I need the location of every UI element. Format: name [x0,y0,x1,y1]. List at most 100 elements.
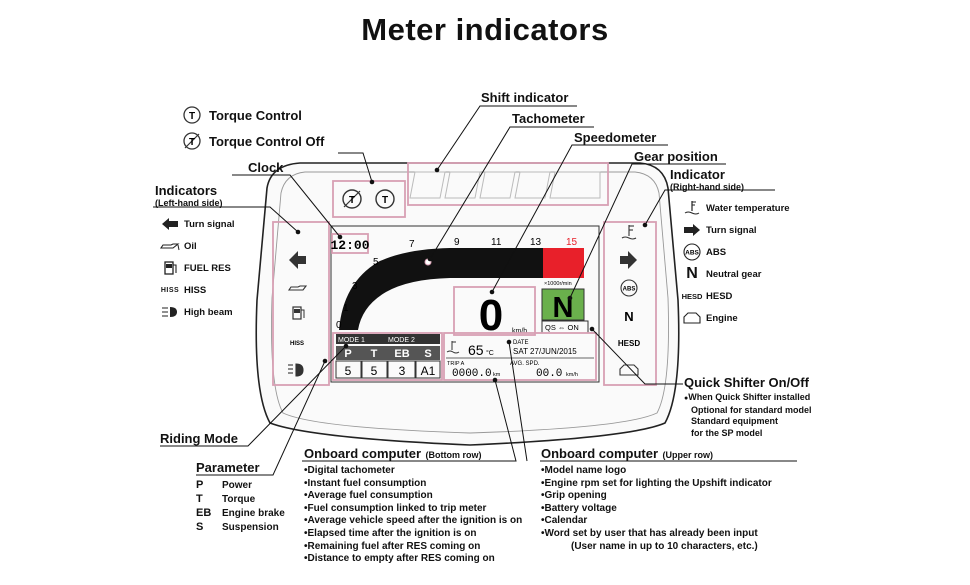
speed-value: 0 [479,291,503,340]
water-temp-small-icon [446,341,460,354]
left-turn-arrow-icon [289,251,306,269]
quick-shifter-note-3: Standard equipment [691,416,779,426]
onboard-bottom-item: •Fuel consumption linked to trip meter [304,502,487,514]
tach-scale-7: 7 [409,239,415,250]
onboard-bottom-title: Onboard computer [304,446,422,461]
param-value-p: 5 [345,364,352,378]
water-temp-indicator-icon [621,225,637,240]
onboard-bottom-item: •Instant fuel consumption [304,477,427,489]
hesd-icon: HESD [681,291,703,301]
trip-label: TRIP A [447,361,465,367]
onboard-upper-list: •Model name logo •Engine rpm set for lig… [541,465,772,553]
engine-indicator-icon [619,364,639,376]
hiss-indicator-icon: HISS [290,341,304,347]
torque-control-icon-legend: T [183,106,201,124]
riding-mode-panel [332,332,443,381]
left-legend-fuel: FUEL RES [156,257,235,279]
avg-spd-label: AVG. SPD. [510,361,540,367]
param-header-p: P [344,348,351,360]
torque-control-legend: T Torque Control T Torque Control Off [181,104,324,152]
indicators-right-subtitle: (Right-hand side) [670,182,744,192]
param-value-eb: 3 [399,364,406,378]
gear-box [541,288,585,321]
onboard-bottom-item: •Average vehicle speed after the ignitio… [304,515,523,527]
indicators-left-title: Indicators [155,183,218,198]
quick-shifter-label: Quick Shifter On/Off [684,375,809,390]
tach-scale-3: 3 [352,281,358,292]
left-legend-high-beam: High beam [156,301,235,323]
torque-control-off-label: Torque Control Off [209,133,325,149]
page-title: Meter indicators [361,12,609,47]
riding-mode-label: Riding Mode [160,431,238,446]
right-indicator-column [603,221,657,386]
param-header-s: S [424,348,431,360]
svg-text:T: T [189,111,195,122]
param-header-eb: EB [394,348,409,360]
quick-shifter-note-1: ●When Quick Shifter installed [684,392,811,402]
indicators-right-heading: Indicator (Right-hand side) [670,167,744,192]
onboard-computer-panel [443,332,597,381]
thermometer-icon [678,200,706,216]
onboard-upper-item: •Calendar [541,515,588,527]
tachometer-bar [339,248,543,330]
onboard-bottom-item: •Average fuel consumption [304,490,433,502]
onboard-bottom-subtitle: (Bottom row) [425,450,482,460]
param-header-t: T [371,348,378,360]
onboard-upper-title: Onboard computer [541,446,659,461]
gear-value: N [553,292,574,324]
left-legend-hiss: HISS HISS [156,279,235,301]
fuel-pump-icon [156,260,184,276]
shift-led-segments [409,171,601,199]
abs-icon: ABS [678,242,706,262]
svg-text:ABS: ABS [685,250,699,257]
trip-value: 0000.0 [452,368,492,380]
water-temp-unit: °C [486,349,494,357]
onboard-upper-item-note: (User name in up to 10 characters, etc.) [571,540,758,552]
shift-indicator-label: Shift indicator [481,90,569,105]
onboard-upper-item: •Engine rpm set for lighting the Upshift… [541,477,772,489]
indicators-right-list: Water temperature Turn signal ABS ABS N … [678,197,790,329]
svg-text:ABS: ABS [623,287,636,293]
leader-lines [153,105,797,476]
tach-scale-9: 9 [454,237,460,248]
onboard-upper-item: •Battery voltage [541,502,617,514]
rpm-unit: ×1000r/min [544,281,572,287]
tachometer-redline [543,248,584,278]
abs-indicator-icon [620,279,638,297]
onboard-upper-item: •Model name logo [541,465,627,476]
shift-indicator-box [407,162,609,206]
tach-scale-15: 15 [566,237,578,248]
svg-text:T: T [382,195,388,206]
avg-spd-value: 00.0 [536,368,562,380]
gear-position-label: Gear position [634,149,718,164]
leader-dots [295,167,648,383]
speedometer-label: Speedometer [574,130,657,145]
quick-shifter-note-2: Optional for standard model [691,404,812,415]
torque-icon-box [332,180,406,218]
onboard-upper-item: •Word set by user that has already been … [541,527,758,539]
svg-text:T: T [349,195,355,206]
tach-scale-11: 11 [491,237,502,248]
onboard-bottom-item: •Digital tachometer [304,465,395,476]
tach-scale-5: 5 [373,257,379,268]
right-turn-arrow-icon [620,251,637,269]
right-legend-engine: Engine [678,307,790,329]
date-label: DATE [513,340,529,346]
onboard-bottom-item: •Distance to empty after RES coming on [304,553,495,565]
indicators-left-list: Turn signal Oil FUEL RES HISS HISS High … [156,213,235,323]
quick-shifter-notes: ●When Quick Shifter installed Optional f… [684,392,812,439]
onboard-bottom-heading: Onboard computer (Bottom row) [304,445,481,463]
tach-scale: 0 1 3 5 7 9 11 13 15 [336,237,578,331]
clock-value: 12:00 [330,238,369,253]
arrow-right-icon [678,223,706,237]
svg-text:T: T [189,137,195,148]
parameter-title: Parameter [196,460,260,475]
torque-control-off-icon-legend: T [183,132,201,150]
indicators-right-title: Indicator [670,167,725,182]
engine-icon [678,311,706,325]
avg-spd-unit: km/h [566,372,578,378]
left-legend-turn-signal: Turn signal [156,213,235,235]
